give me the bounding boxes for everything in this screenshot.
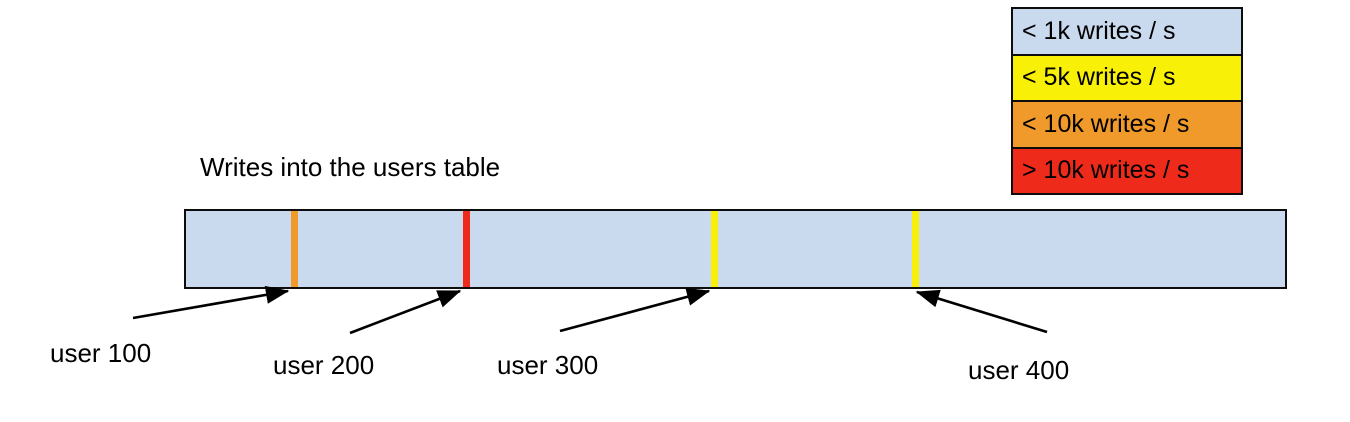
callout-user-100-label: user 100 (50, 338, 152, 368)
callout-user-300-label: user 300 (497, 350, 599, 380)
legend: < 1k writes / s < 5k writes / s < 10k wr… (1011, 7, 1243, 195)
chart-title: Writes into the users table (200, 152, 501, 182)
callout-user-200-label: user 200 (273, 350, 375, 380)
user-100-marker (290, 211, 298, 287)
users-table-bar (184, 209, 1287, 289)
user-400-marker (912, 211, 920, 287)
callout-user-300-arrow (559, 287, 711, 333)
legend-row-3: > 10k writes / s (1013, 148, 1241, 193)
callout-user-100-arrow (132, 285, 290, 320)
callout-user-400-arrow (915, 289, 1048, 334)
legend-label-3: > 10k writes / s (1022, 156, 1190, 185)
legend-row-0: < 1k writes / s (1013, 9, 1241, 56)
callout-user-200-arrow (349, 289, 462, 335)
user-300-marker (711, 211, 719, 287)
legend-row-2: < 10k writes / s (1013, 102, 1241, 149)
user-200-marker (462, 211, 470, 287)
legend-label-1: < 5k writes / s (1022, 63, 1176, 92)
legend-label-2: < 10k writes / s (1022, 109, 1190, 138)
callout-user-400-label: user 400 (968, 355, 1070, 385)
legend-label-0: < 1k writes / s (1022, 16, 1176, 45)
legend-row-1: < 5k writes / s (1013, 55, 1241, 102)
